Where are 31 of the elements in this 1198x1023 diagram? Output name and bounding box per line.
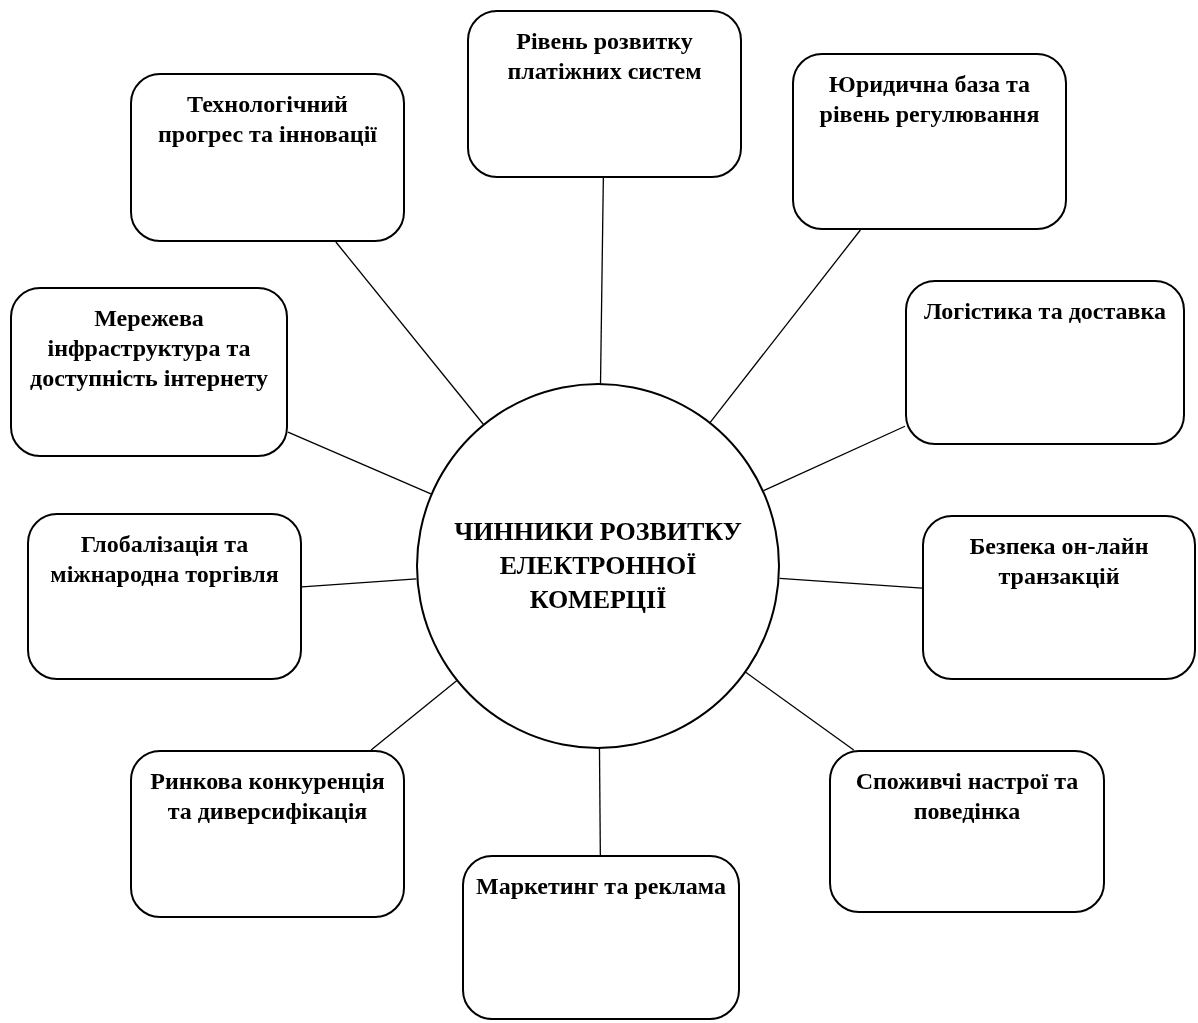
factor-label: Глобалізація та міжнародна торгівля [49, 530, 280, 589]
factor-label: Технологічний прогрес та інновації [157, 90, 378, 149]
factor-box [792, 53, 1067, 230]
connector-line [598, 747, 601, 856]
factor-label: Логістика та доставка [924, 297, 1166, 326]
connector-line [301, 578, 418, 588]
connector-line [599, 177, 604, 385]
central-title: ЧИННИКИ РОЗВИТКУ ЕЛЕКТРОННОЇ КОМЕРЦІЇ [453, 516, 743, 616]
connector-line [763, 425, 906, 492]
factor-box [905, 280, 1185, 445]
factor-label: Маркетинг та реклама [476, 872, 726, 901]
factor-box [922, 515, 1196, 680]
connector-line [745, 671, 855, 751]
connector-line [287, 431, 432, 495]
factor-box [462, 855, 740, 1020]
factor-box [130, 750, 405, 918]
factor-label: Ринкова конкуренція та диверсифікація [149, 767, 386, 826]
factor-box [467, 10, 742, 178]
factor-label: Споживчі настрої та поведінка [854, 767, 1080, 826]
factor-label: Рівень розвитку платіжних систем [506, 27, 703, 86]
connector-line [370, 680, 458, 751]
factor-box [829, 750, 1105, 913]
factor-label: Мережева інфраструктура та доступність інтернету [29, 304, 269, 393]
connector-line [778, 577, 923, 589]
connector-line [709, 229, 862, 424]
factor-label: Юридична база та рівень регулювання [818, 70, 1041, 129]
factor-box [130, 73, 405, 242]
factor-box [27, 513, 302, 680]
connector-line [335, 241, 485, 426]
factor-label: Безпека он-лайн транзакцій [968, 532, 1150, 591]
factor-box [10, 287, 288, 457]
